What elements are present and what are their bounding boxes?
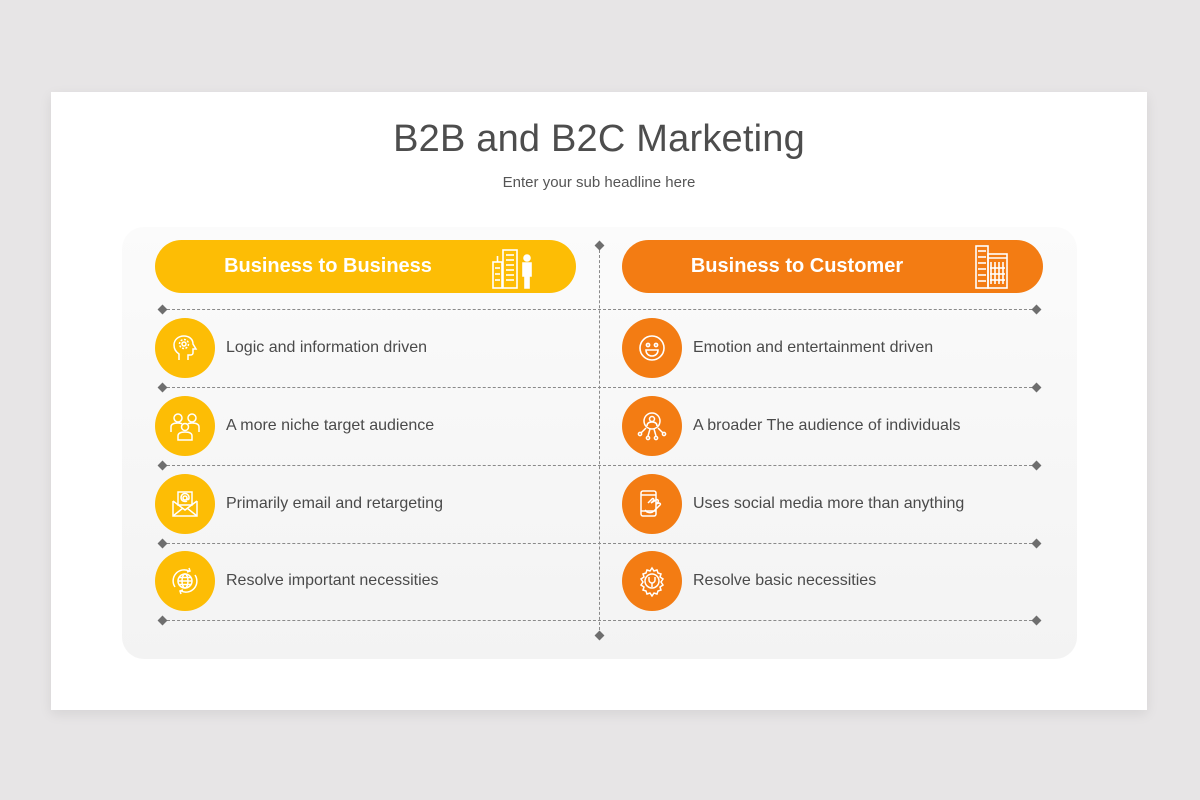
page-title: B2B and B2C Marketing [393,118,805,160]
divider-top-marker [594,240,605,251]
divider-marker [157,382,168,393]
b2c-header-label: Business to Customer [690,255,904,277]
divider-marker [1031,382,1042,393]
email-envelope-icon [155,474,215,534]
b2b-list-item: Logic and information driven [155,317,427,379]
b2b-header-label: Business to Business [224,255,432,277]
b2c-item-text: A broader The audience of individuals [693,417,961,434]
b2c-list-item: Emotion and entertainment driven [622,317,933,379]
office-buildings-icon [974,244,1010,296]
row-divider [162,465,1037,466]
comparison-panel: Business to Business Business to Custome… [122,227,1077,659]
row-divider [162,543,1037,544]
b2b-header: Business to Business [155,240,576,293]
b2c-item-text: Emotion and entertainment driven [693,339,934,356]
user-network-icon [622,396,682,456]
divider-marker [157,615,168,626]
b2c-list-item: Uses social media more than anything [622,473,964,535]
globe-refresh-icon [155,551,215,611]
row-divider [162,620,1037,621]
slide: B2B and B2C Marketing Enter your sub hea… [51,92,1147,710]
divider-marker [157,304,168,315]
b2c-item-text: Resolve basic necessities [693,572,877,589]
b2b-list-item: Resolve important necessities [155,550,439,612]
divider-marker [157,538,168,549]
divider-marker [1031,460,1042,471]
b2b-item-text: A more niche target audience [226,417,435,434]
b2c-item-text: Uses social media more than anything [693,495,965,512]
b2b-list-item: A more niche target audience [155,395,434,457]
row-divider [162,309,1037,310]
city-buildings-businessman-icon [490,244,536,296]
divider-marker [1031,304,1042,315]
divider-marker [157,460,168,471]
b2b-item-text: Primarily email and retargeting [226,495,443,512]
gear-wrench-icon [622,551,682,611]
group-people-icon [155,396,215,456]
head-gear-icon [155,318,215,378]
b2c-list-item: A broader The audience of individuals [622,395,960,457]
b2c-header: Business to Customer [622,240,1043,293]
b2b-list-item: Primarily email and retargeting [155,473,443,535]
row-divider [162,387,1037,388]
b2c-list-item: Resolve basic necessities [622,550,876,612]
divider-bottom-marker [594,630,605,641]
divider-marker [1031,538,1042,549]
divider-marker [1031,615,1042,626]
b2b-item-text: Logic and information driven [226,339,428,356]
page-subtitle: Enter your sub headline here [502,174,696,191]
smartphone-touch-icon [622,474,682,534]
smiley-face-icon [622,318,682,378]
b2b-item-text: Resolve important necessities [226,572,439,589]
center-divider [599,245,600,635]
